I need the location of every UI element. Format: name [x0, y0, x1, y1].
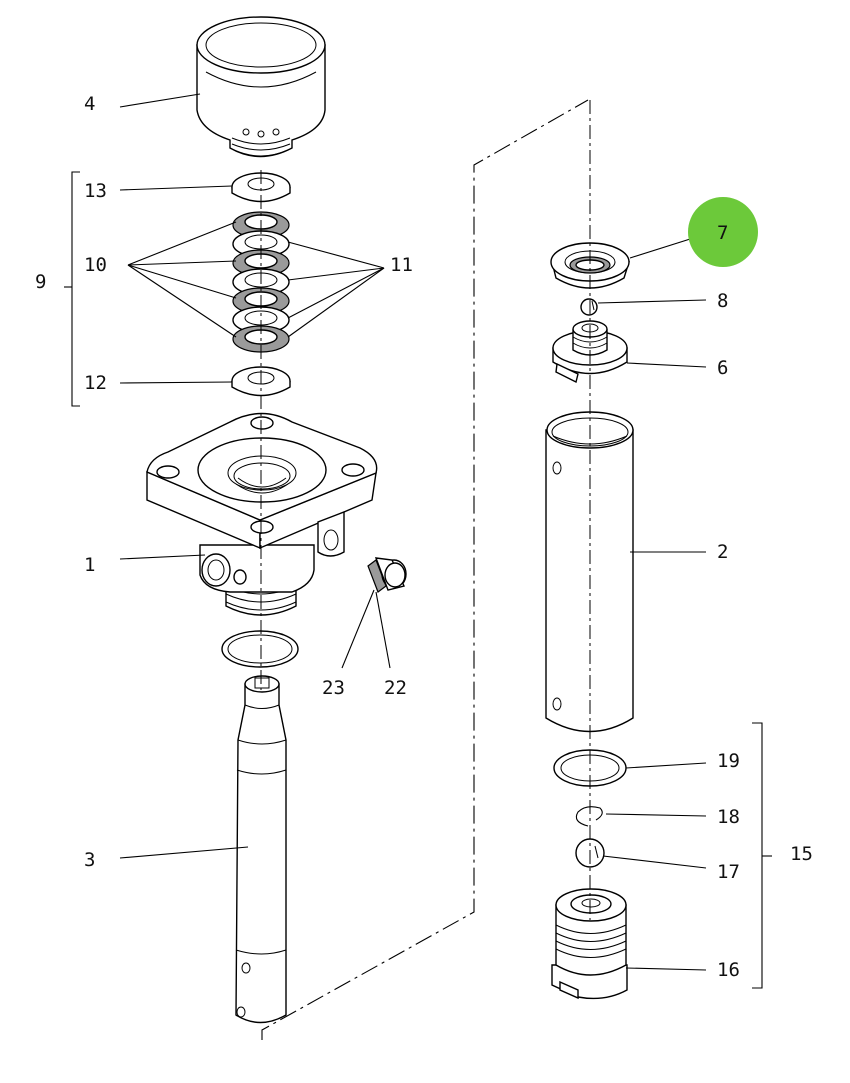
- callout-4[interactable]: 4: [84, 93, 95, 115]
- part-7-seal[interactable]: [550, 242, 630, 289]
- part-16-foot-valve[interactable]: [551, 888, 628, 1000]
- callout-23[interactable]: 23: [322, 677, 345, 699]
- part-3-piston-rod[interactable]: [235, 675, 287, 1024]
- callout-12[interactable]: 12: [84, 372, 107, 394]
- callout-7[interactable]: 7: [717, 222, 728, 244]
- callout-16[interactable]: 16: [717, 959, 740, 981]
- callout-13[interactable]: 13: [84, 180, 107, 202]
- part-6-valve-seat[interactable]: [552, 320, 628, 384]
- callout-17[interactable]: 17: [717, 861, 740, 883]
- part-18-clip[interactable]: [575, 806, 603, 827]
- part-4-cap[interactable]: [196, 16, 326, 158]
- assembly-path-line: [261, 99, 589, 1040]
- callout-15[interactable]: 15: [790, 843, 813, 865]
- part-8-ball[interactable]: [580, 298, 598, 316]
- callout-1[interactable]: 1: [84, 554, 95, 576]
- leader-lines: [64, 93, 772, 989]
- callout-2[interactable]: 2: [717, 541, 728, 563]
- callout-10[interactable]: 10: [84, 254, 107, 276]
- callout-22[interactable]: 22: [384, 677, 407, 699]
- callout-11[interactable]: 11: [390, 254, 413, 276]
- part-o-ring[interactable]: [221, 630, 299, 668]
- callout-8[interactable]: 8: [717, 290, 728, 312]
- part-1-housing[interactable]: [146, 412, 378, 616]
- highlight-circle-7: [688, 197, 758, 267]
- callout-9[interactable]: 9: [35, 271, 46, 293]
- callout-6[interactable]: 6: [717, 357, 728, 379]
- part-22-23-plug[interactable]: [367, 557, 407, 593]
- callout-19[interactable]: 19: [717, 750, 740, 772]
- callout-3[interactable]: 3: [84, 849, 95, 871]
- packing-stack-10-11[interactable]: [232, 211, 290, 353]
- callout-18[interactable]: 18: [717, 806, 740, 828]
- part-12-washer[interactable]: [231, 366, 291, 397]
